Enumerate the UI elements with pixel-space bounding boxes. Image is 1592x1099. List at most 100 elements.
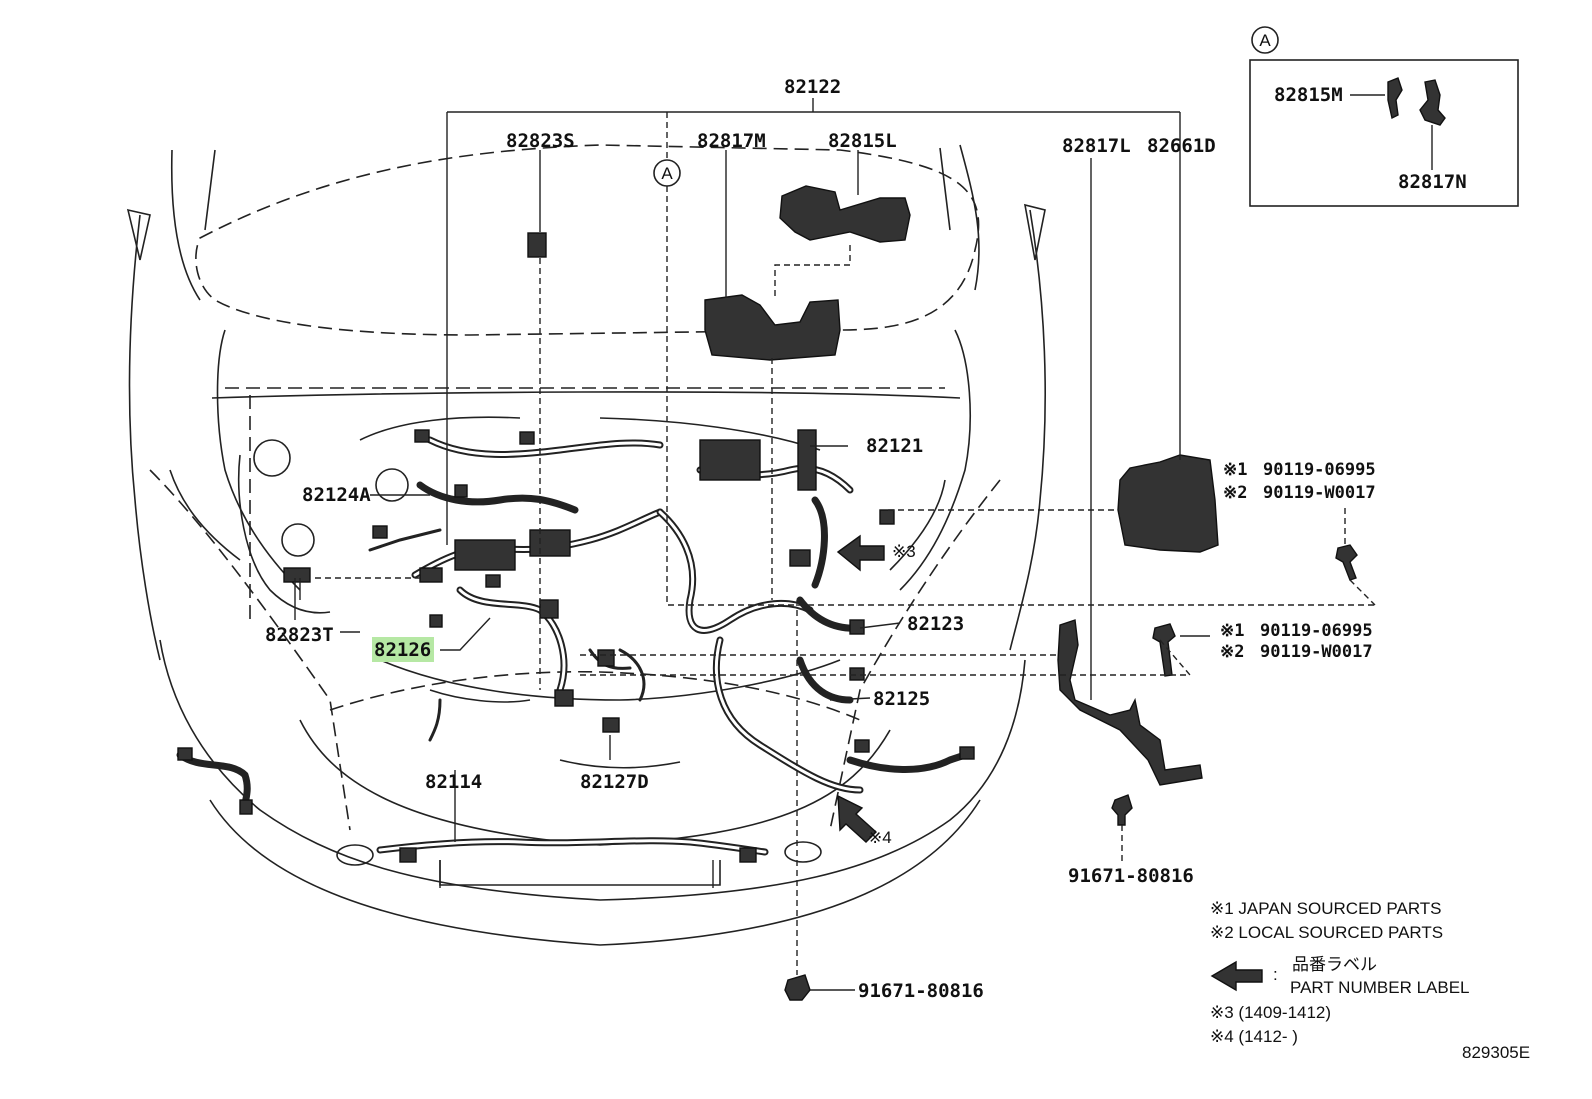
harness-right-branch bbox=[811, 496, 828, 589]
part-82126: 82126 bbox=[374, 639, 431, 661]
fastener-top-mark1: ※1 bbox=[1223, 460, 1247, 480]
legend-local-sourced: ※2 LOCAL SOURCED PARTS bbox=[1210, 923, 1443, 942]
connector bbox=[529, 529, 571, 557]
detail-a-letter: A bbox=[1259, 31, 1271, 50]
headlamp-right bbox=[829, 479, 1001, 831]
relay-block-82121 bbox=[797, 429, 817, 491]
connector bbox=[879, 509, 895, 525]
junction-block-engine bbox=[454, 539, 516, 571]
clamp-82823T bbox=[283, 567, 311, 583]
fog-lamp-right bbox=[784, 841, 822, 863]
bolt-top bbox=[1335, 544, 1358, 581]
fastener-mid-mark1: ※1 bbox=[1220, 621, 1244, 641]
part-82815L: 82815L bbox=[828, 130, 897, 152]
connector-fog-right bbox=[739, 847, 757, 863]
leader-lines bbox=[294, 98, 1376, 991]
legend-label-jp: 品番ラベル bbox=[1292, 955, 1377, 974]
windshield-pillars bbox=[204, 147, 951, 231]
hood-front-edge bbox=[170, 144, 980, 301]
headlamp-left bbox=[149, 469, 351, 831]
connector bbox=[414, 429, 430, 443]
view-a-letter: A bbox=[661, 164, 673, 183]
connector bbox=[539, 599, 559, 619]
fog-lamp-left bbox=[336, 844, 374, 866]
fastener-mid-pn1: 90119-06995 bbox=[1260, 621, 1373, 641]
reservoir-small bbox=[281, 523, 315, 557]
diagram-id: 829305E bbox=[1462, 1043, 1530, 1062]
cowl-line bbox=[211, 391, 961, 399]
connector bbox=[419, 567, 443, 583]
connector bbox=[554, 689, 574, 707]
left-fender bbox=[128, 214, 161, 661]
marker-4: ※4 bbox=[868, 828, 892, 847]
engine-bay-right bbox=[899, 329, 971, 591]
part-82123: 82123 bbox=[907, 613, 964, 635]
hood-outline bbox=[195, 144, 980, 336]
relay-box-covers bbox=[704, 185, 1358, 1001]
part-82114: 82114 bbox=[425, 771, 482, 793]
part-82661D: 82661D bbox=[1147, 135, 1216, 157]
legend-label-en: PART NUMBER LABEL bbox=[1290, 978, 1470, 997]
reservoir-left bbox=[253, 439, 291, 477]
connector bbox=[849, 667, 865, 681]
label-arrow-4 bbox=[837, 794, 878, 843]
connector-82123 bbox=[849, 619, 865, 635]
detail-a-circle bbox=[1251, 26, 1279, 54]
part-82817N: 82817N bbox=[1398, 171, 1467, 193]
fastener-top-pn1: 90119-06995 bbox=[1263, 460, 1376, 480]
connector bbox=[789, 549, 811, 567]
connector bbox=[429, 614, 443, 628]
legend-arrow-icon bbox=[1210, 960, 1263, 992]
label-arrow-3 bbox=[836, 534, 885, 572]
front-bumper bbox=[159, 639, 1026, 901]
connector bbox=[372, 525, 388, 539]
part-91671-bottom: 91671-80816 bbox=[858, 980, 984, 1002]
legend-japan-sourced: ※1 JAPAN SOURCED PARTS bbox=[1210, 899, 1442, 918]
view-a-circle bbox=[653, 159, 681, 187]
part-82122: 82122 bbox=[784, 76, 841, 98]
connector bbox=[485, 574, 501, 588]
harness-82124A bbox=[416, 481, 579, 514]
part-82817M: 82817M bbox=[697, 130, 766, 152]
cover-82815L bbox=[779, 185, 911, 243]
detail-a-inset: A 82815M 82817N bbox=[1249, 26, 1519, 207]
fastener-top-mark2: ※2 bbox=[1223, 483, 1247, 503]
connector bbox=[454, 484, 468, 498]
part-82815M: 82815M bbox=[1274, 84, 1343, 106]
engine-block bbox=[359, 416, 841, 701]
fastener-mid-mark2: ※2 bbox=[1220, 642, 1244, 662]
bolt-91671-right bbox=[1111, 794, 1133, 826]
harness-right-lamp bbox=[846, 751, 969, 773]
block-82817M bbox=[704, 294, 841, 361]
connector bbox=[854, 739, 870, 753]
part-91671-right: 91671-80816 bbox=[1068, 865, 1194, 887]
bolt-91671-bottom bbox=[784, 974, 811, 1001]
bracket-82823S bbox=[527, 232, 547, 258]
grille-upper bbox=[329, 670, 861, 721]
relay-block bbox=[699, 439, 761, 481]
connector bbox=[519, 431, 535, 445]
highlight-82126 bbox=[372, 637, 434, 662]
bolt-mid bbox=[1152, 623, 1176, 677]
clip-82815M bbox=[1387, 77, 1403, 120]
engine-bay-left bbox=[216, 329, 301, 591]
part-labels: 82122 82823S 82817M 82815L 82817L 82661D… bbox=[265, 76, 1376, 1002]
connector-lamp-left bbox=[239, 799, 253, 815]
harness-routing bbox=[176, 232, 975, 863]
bracket-82817L bbox=[1057, 619, 1203, 786]
legend-note-3: ※3 (1409-1412) bbox=[1210, 1003, 1331, 1022]
part-82817L: 82817L bbox=[1062, 135, 1131, 157]
part-82823S: 82823S bbox=[506, 130, 575, 152]
detail-a-box bbox=[1249, 59, 1519, 207]
connector-82127D bbox=[602, 717, 620, 733]
bracket-82122 bbox=[446, 98, 1181, 545]
part-82125: 82125 bbox=[873, 688, 930, 710]
clip-82817N bbox=[1419, 79, 1446, 126]
part-82823T: 82823T bbox=[265, 624, 334, 646]
legend-colon: : bbox=[1273, 965, 1278, 984]
legend-note-4: ※4 (1412- ) bbox=[1210, 1027, 1298, 1046]
connector bbox=[597, 649, 615, 667]
bracket-82661D bbox=[1117, 454, 1219, 553]
